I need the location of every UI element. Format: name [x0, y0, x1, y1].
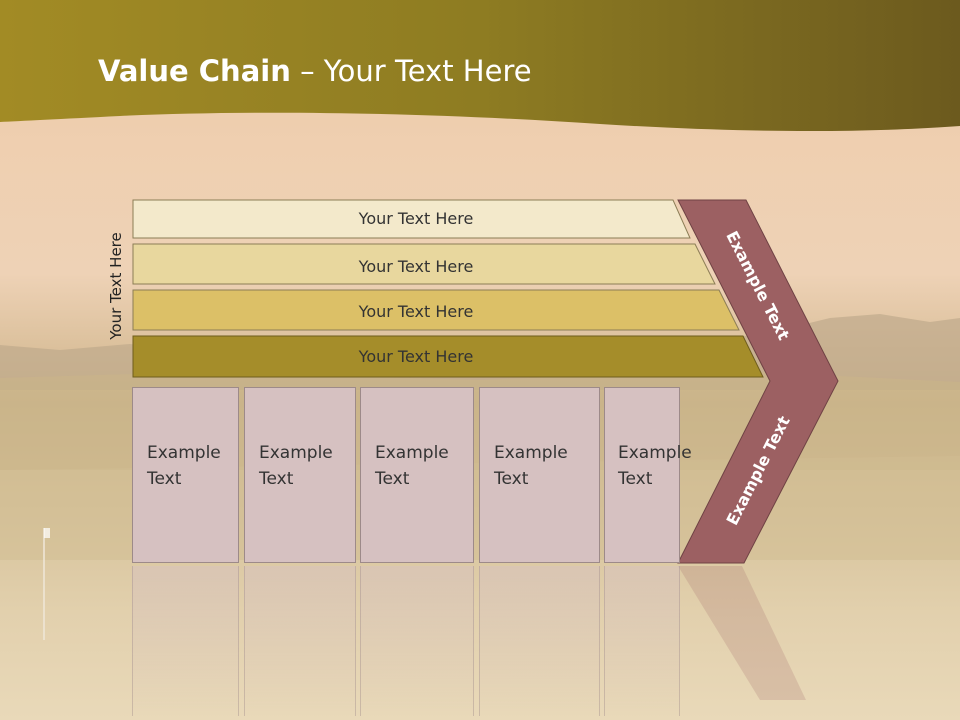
activity-box-2: Example Text	[244, 387, 356, 563]
bar-2-label: Your Text Here	[358, 257, 474, 276]
box-5-line2: Text	[618, 469, 653, 489]
activity-box-5: Example Text	[604, 387, 692, 563]
bar-2: Your Text Here	[132, 243, 716, 285]
bar-3-label: Your Text Here	[358, 302, 474, 321]
box-3-line1: Example	[375, 443, 449, 463]
box-reflection-5	[604, 566, 680, 716]
bar-1-label: Your Text Here	[358, 209, 474, 228]
box-1-line1: Example	[147, 443, 221, 463]
activity-box-1: Example Text	[132, 387, 239, 563]
box-4-line2: Text	[494, 469, 529, 489]
box-1-line2: Text	[147, 469, 182, 489]
box-reflection-2	[244, 566, 356, 716]
value-chevron	[677, 199, 839, 564]
chevron-reflection	[678, 566, 806, 700]
activity-box-3: Example Text	[360, 387, 474, 563]
box-reflection-1	[132, 566, 239, 716]
bar-4-label: Your Text Here	[358, 347, 474, 366]
page-title: Value Chain – Your Text Here	[98, 54, 532, 88]
box-2-line2: Text	[259, 469, 294, 489]
box-2-line1: Example	[259, 443, 333, 463]
bar-3: Your Text Here	[132, 289, 740, 331]
box-reflection-3	[360, 566, 474, 716]
box-4-line1: Example	[494, 443, 568, 463]
box-reflection-4	[479, 566, 600, 716]
header-band	[0, 0, 960, 131]
box-5-line1: Example	[618, 443, 692, 463]
bar-1: Your Text Here	[132, 199, 691, 239]
bar-4: Your Text Here	[132, 335, 764, 378]
box-3-line2: Text	[375, 469, 410, 489]
activity-box-4: Example Text	[479, 387, 600, 563]
